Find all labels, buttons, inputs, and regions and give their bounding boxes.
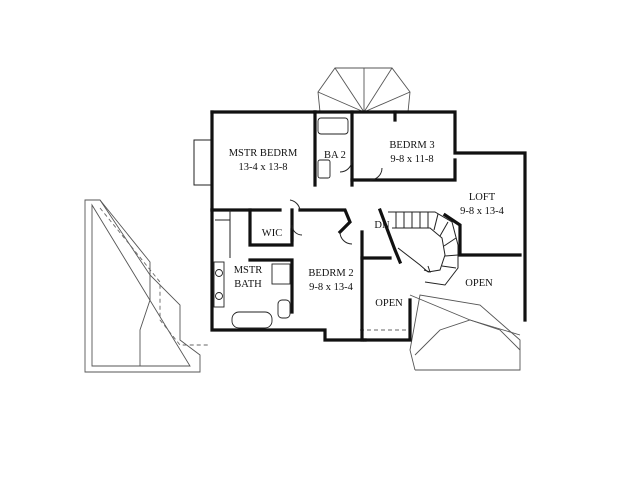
door-swings <box>289 159 383 245</box>
stair-down-label: DN <box>374 220 390 231</box>
bay-roof <box>317 67 411 113</box>
bedroom-3-name: BEDRM 3 <box>389 140 434 151</box>
master-bath-name-line1: MSTR <box>234 265 263 276</box>
fixtures <box>213 117 349 329</box>
window-box <box>193 139 213 186</box>
master-bedroom-size: 13-4 x 13-8 <box>239 162 288 173</box>
open-right-name: OPEN <box>465 278 493 289</box>
roof-outline <box>84 199 521 373</box>
master-bedroom-name: MSTR BEDRM <box>229 148 298 159</box>
open-left-name: OPEN <box>375 298 403 309</box>
room-labels: MSTR BEDRM 13-4 x 13-8 BA 2 BEDRM 3 9-8 … <box>229 140 505 309</box>
loft-size: 9-8 x 13-4 <box>460 206 504 217</box>
loft-name: LOFT <box>469 192 496 203</box>
staircase <box>388 211 459 286</box>
master-bath-name-line2: BATH <box>234 279 262 290</box>
bedroom-2-name: BEDRM 2 <box>308 268 353 279</box>
wic-name: WIC <box>262 228 282 239</box>
bedroom-2-size: 9-8 x 13-4 <box>309 282 353 293</box>
walls <box>210 110 527 342</box>
bedroom-3-size: 9-8 x 11-8 <box>390 154 433 165</box>
bath-2-name: BA 2 <box>324 150 346 161</box>
